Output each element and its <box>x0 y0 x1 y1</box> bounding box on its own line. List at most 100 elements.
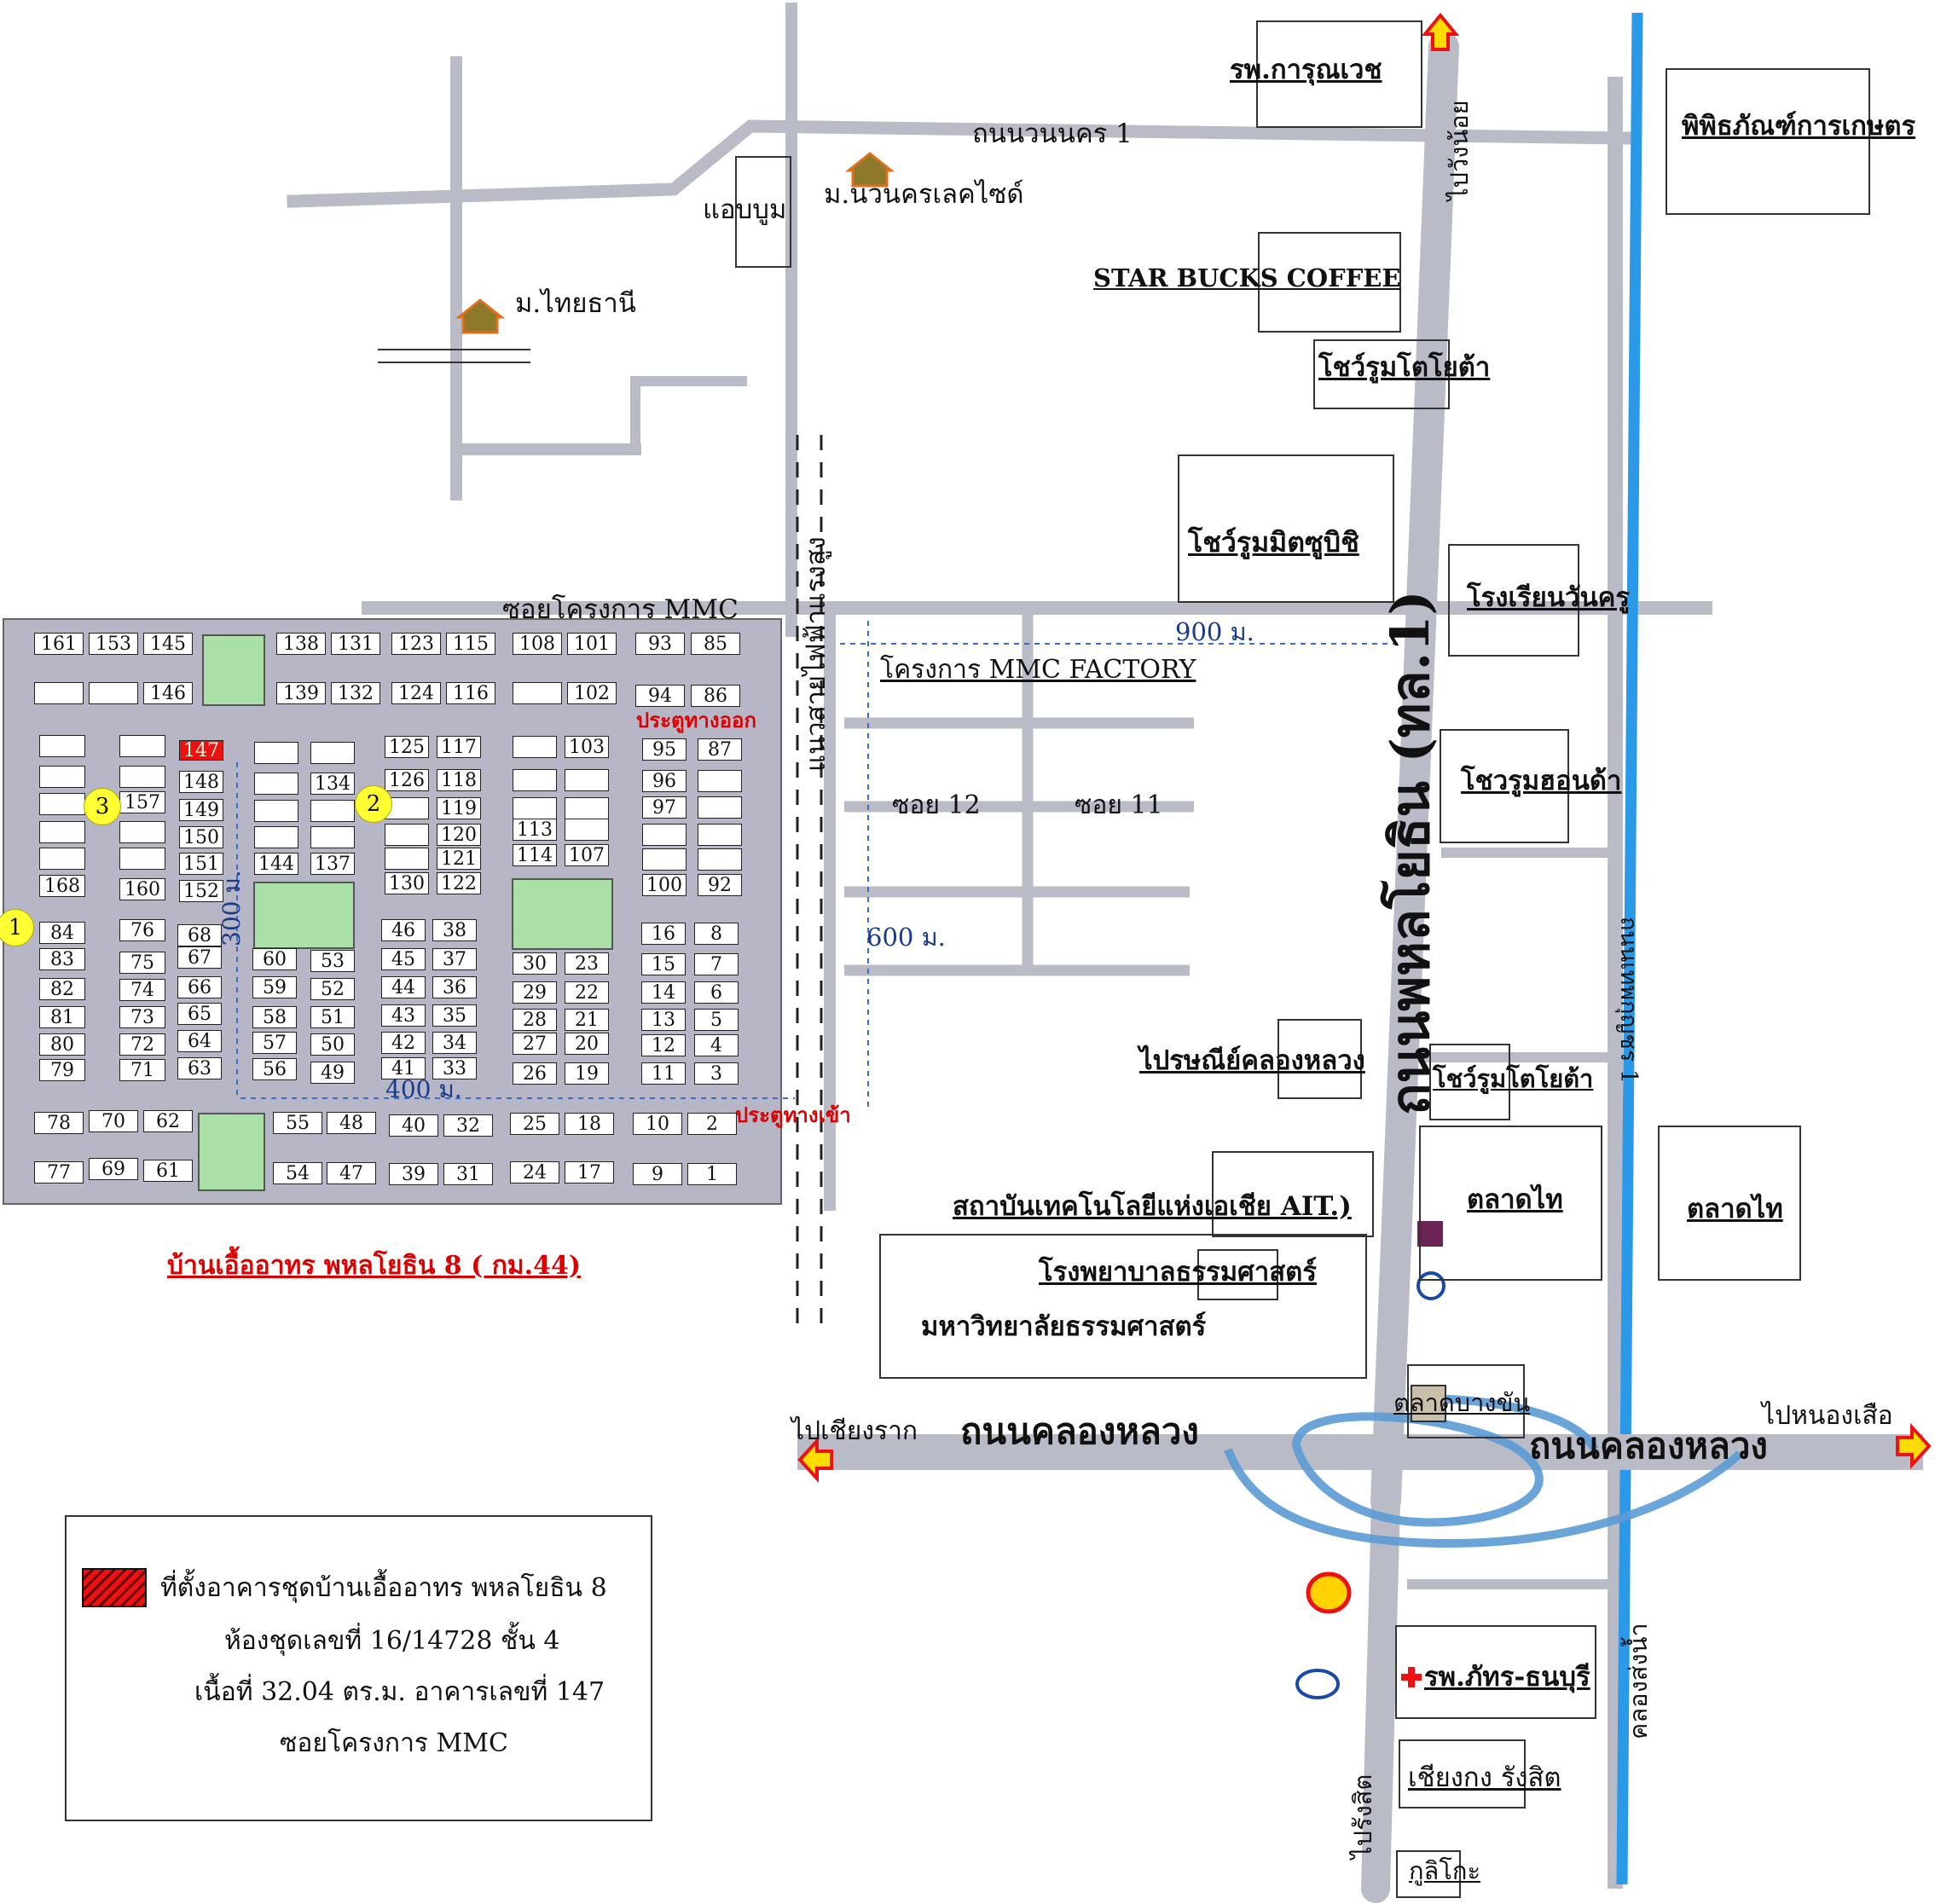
building: 11 <box>641 1062 686 1085</box>
building-blank <box>34 682 84 704</box>
label-to-wangnoi: ไปวังน้อย <box>1445 100 1474 200</box>
building: 73 <box>119 1006 165 1028</box>
arrow-north <box>1421 12 1460 51</box>
legend-box: ที่ตั้งอาคารชุดบ้านเอื้ออาทร พหลโยธิน 8 … <box>65 1515 652 1821</box>
label-navanakorn-lake: ม.นวนครเลคไซด์ <box>824 179 1024 210</box>
building: 21 <box>565 1009 609 1031</box>
building-blank <box>39 766 85 788</box>
building: 36 <box>432 976 477 998</box>
building: 103 <box>565 736 609 758</box>
building: 138 <box>276 633 326 655</box>
building: 37 <box>432 948 477 970</box>
park <box>253 882 355 949</box>
building: 121 <box>437 848 481 870</box>
building: 46 <box>381 919 426 941</box>
label-post: ไปรษณีย์คลองหลวง <box>1139 1045 1365 1076</box>
building: 75 <box>119 952 165 974</box>
building: 81 <box>39 1006 85 1028</box>
building: 108 <box>513 633 562 655</box>
building: 54 <box>273 1162 322 1184</box>
park <box>198 1113 265 1191</box>
building-blank <box>254 826 298 848</box>
building: 9 <box>633 1163 682 1185</box>
building-blank <box>39 793 85 815</box>
label-thai-market-2: ตลาดไท <box>1687 1194 1783 1224</box>
building: 74 <box>119 979 165 1001</box>
building: 55 <box>273 1112 322 1134</box>
estate-title: บ้านเอื้ออาทร พหลโยธิน 8 ( กม.44) <box>167 1251 582 1281</box>
building: 161 <box>34 633 84 655</box>
power-line <box>796 435 823 1334</box>
exit-gate-label: ประตูทางออก <box>636 708 756 732</box>
box-museum <box>1666 68 1870 215</box>
box-post <box>1277 1019 1362 1099</box>
building: 41 <box>381 1057 426 1079</box>
park <box>512 878 613 950</box>
box-school <box>1448 544 1579 657</box>
arrow-west <box>797 1436 833 1484</box>
building: 38 <box>432 919 477 941</box>
label-patara: รพ.ภัทร-ธนบุรี <box>1424 1662 1590 1693</box>
building: 17 <box>565 1161 614 1183</box>
building: 130 <box>385 872 429 894</box>
building-blank <box>39 735 85 757</box>
box-toyota-2 <box>1429 1044 1510 1120</box>
label-soi-12: ซอย 12 <box>892 790 981 820</box>
building: 27 <box>513 1033 557 1055</box>
building: 92 <box>698 874 742 896</box>
building: 33 <box>432 1057 477 1079</box>
building-blank <box>119 821 165 843</box>
interchange <box>1224 1394 1743 1548</box>
building: 1 <box>687 1163 737 1185</box>
box-toyota-1 <box>1313 339 1450 409</box>
legend-line-1: ที่ตั้งอาคารชุดบ้านเอื้ออาทร พหลโยธิน 8 <box>160 1573 607 1603</box>
building: 125 <box>385 736 429 758</box>
entry-gate-label: ประตูทางเข้า <box>735 1102 851 1127</box>
label-soi-11: ซอย 11 <box>1075 790 1163 820</box>
building: 45 <box>381 948 426 970</box>
building: 131 <box>331 633 380 655</box>
building: 29 <box>513 981 557 1004</box>
building: 113 <box>513 819 557 841</box>
building-blank <box>642 824 687 846</box>
building: 5 <box>694 1009 739 1031</box>
label-klong-luang-e: ถนนคลองหลวง <box>1529 1425 1768 1467</box>
building: 118 <box>437 769 481 791</box>
building: 16 <box>641 923 686 945</box>
building: 34 <box>432 1032 477 1054</box>
building: 64 <box>177 1030 222 1052</box>
building: 139 <box>276 682 326 704</box>
label-to-chiangrak: ไปเชียงราก <box>791 1416 918 1446</box>
canal <box>1616 12 1643 1885</box>
building: 44 <box>381 976 426 998</box>
building-blank <box>698 824 742 846</box>
label-power-line: แนวสายไฟฟ้าแรงสูง <box>801 536 831 772</box>
label-road-navanakorn: ถนนวนนคร 1 <box>972 119 1133 149</box>
building: 32 <box>443 1114 493 1137</box>
building: 77 <box>34 1161 84 1183</box>
marker-2: 2 <box>355 785 392 823</box>
building: 86 <box>691 685 740 707</box>
legend-line-3: เนื้อที่ 32.04 ตร.ม. อาคารเลขที่ 147 <box>194 1677 605 1707</box>
esso-logo-icon <box>1295 1669 1340 1699</box>
legend-line-4: ซอยโครงการ MMC <box>280 1728 508 1758</box>
building: 124 <box>391 682 441 704</box>
house-icon <box>455 298 506 334</box>
building: 28 <box>513 1009 557 1031</box>
building-blank <box>310 826 355 848</box>
label-starbucks: STAR BUCKS COFFEE <box>1093 263 1401 292</box>
building-blank <box>310 742 355 764</box>
label-museum: พิพิธภัณฑ์การเกษตร <box>1682 111 1916 142</box>
building-blank <box>89 682 138 704</box>
highway-phahon <box>1361 32 1459 1903</box>
label-tu: มหาวิทยาลัยธรรมศาสตร์ <box>921 1311 1207 1342</box>
building: 85 <box>691 633 740 655</box>
label-d300: 300 ม. <box>217 870 246 946</box>
building: 79 <box>39 1059 85 1081</box>
building: 123 <box>391 633 441 655</box>
building: 148 <box>179 771 223 793</box>
label-school: โรงเรียนวันครู <box>1467 582 1631 613</box>
building-blank <box>565 769 609 791</box>
building: 13 <box>641 1009 686 1031</box>
